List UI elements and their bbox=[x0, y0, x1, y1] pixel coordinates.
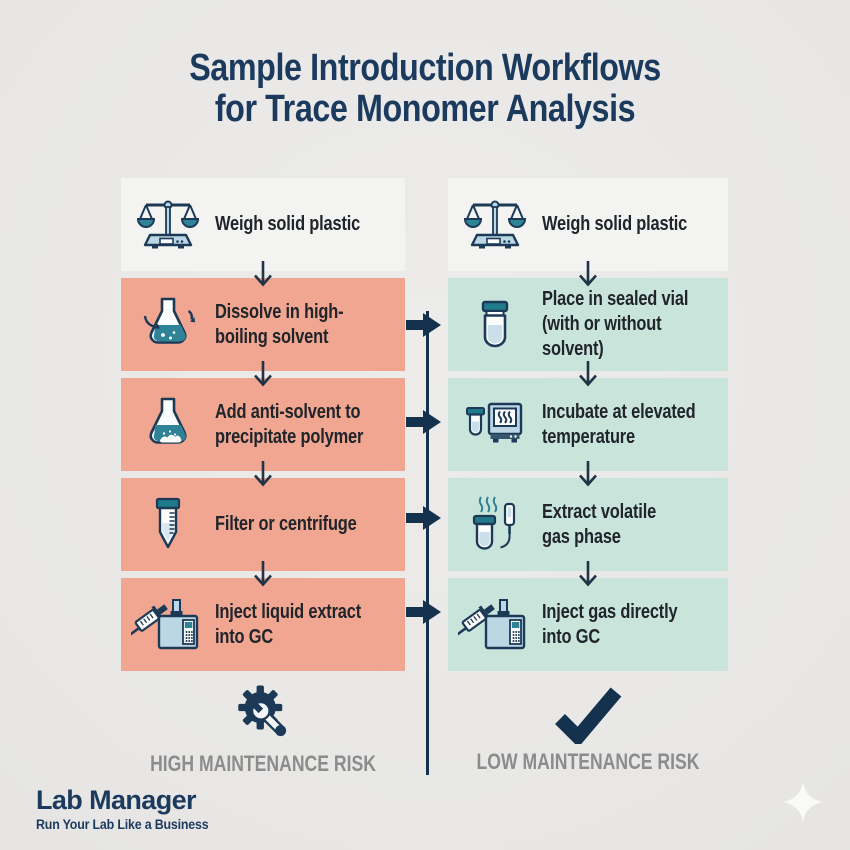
title-line-1: Sample Introduction Workflows bbox=[189, 47, 661, 89]
step-label: Inject gas directly into GC bbox=[542, 600, 678, 648]
title-line-2: for Trace Monomer Analysis bbox=[214, 88, 636, 130]
step-label: Weigh solid plastic bbox=[542, 213, 688, 235]
right-block-arrow-icon bbox=[406, 506, 441, 530]
workflow-step: Extract volatile gas phase bbox=[448, 478, 728, 571]
workflow-step: Add anti-solvent to precipitate polymer bbox=[121, 378, 405, 471]
precipitate-flask-icon bbox=[121, 394, 215, 456]
step-label: Place in sealed vial (with or without so… bbox=[542, 288, 689, 360]
gear-wrench-icon bbox=[238, 685, 287, 737]
step-label: Extract volatile gas phase bbox=[542, 500, 657, 548]
swirl-flask-icon bbox=[121, 294, 215, 356]
down-arrow-icon bbox=[579, 561, 597, 587]
workflow-step: Weigh solid plastic bbox=[448, 178, 728, 271]
balance-scale-icon bbox=[121, 195, 215, 255]
workflow-step: Place in sealed vial (with or without so… bbox=[448, 278, 728, 371]
syringe-gc-icon bbox=[448, 595, 542, 655]
vial-oven-icon bbox=[448, 396, 542, 454]
brand-footer: Lab Manager Run Your Lab Like a Business bbox=[36, 785, 223, 833]
centrifuge-tube-icon bbox=[121, 494, 215, 556]
checkmark-icon bbox=[555, 687, 622, 744]
brand-logo: Lab Manager bbox=[36, 785, 197, 815]
down-arrow-icon bbox=[254, 361, 272, 387]
risk-summary-left: HIGH MAINTENANCE RISK bbox=[118, 680, 408, 777]
risk-label-high: HIGH MAINTENANCE RISK bbox=[150, 751, 376, 776]
workflow-step: Filter or centrifuge bbox=[121, 478, 405, 571]
down-arrow-icon bbox=[579, 361, 597, 387]
sealed-vial-icon bbox=[448, 294, 542, 356]
right-block-arrow-icon bbox=[406, 410, 441, 434]
step-label: Weigh solid plastic bbox=[215, 213, 361, 235]
brand-tagline: Run Your Lab Like a Business bbox=[36, 817, 209, 832]
down-arrow-icon bbox=[579, 261, 597, 287]
balance-scale-icon bbox=[448, 195, 542, 255]
workflow-step: Weigh solid plastic bbox=[121, 178, 405, 271]
workflow-step: Incubate at elevated temperature bbox=[448, 378, 728, 471]
step-label: Incubate at elevated temperature bbox=[542, 400, 696, 448]
center-divider-line bbox=[426, 311, 429, 775]
down-arrow-icon bbox=[579, 461, 597, 487]
right-block-arrow-icon bbox=[406, 600, 441, 624]
headspace-vial-probe-icon bbox=[448, 494, 542, 556]
step-label: Dissolve in high- boiling solvent bbox=[215, 300, 344, 348]
down-arrow-icon bbox=[254, 261, 272, 287]
syringe-gc-icon bbox=[121, 595, 215, 655]
step-label: Add anti-solvent to precipitate polymer bbox=[215, 400, 364, 448]
down-arrow-icon bbox=[254, 461, 272, 487]
workflow-step: Dissolve in high- boiling solvent bbox=[121, 278, 405, 371]
step-label: Inject liquid extract into GC bbox=[215, 600, 362, 648]
right-block-arrow-icon bbox=[406, 313, 441, 337]
risk-summary-low: LOW MAINTENANCE RISK bbox=[443, 684, 733, 775]
four-point-sparkle-icon bbox=[783, 781, 823, 823]
workflow-step: Inject gas directly into GC bbox=[448, 578, 728, 671]
risk-label-low: LOW MAINTENANCE RISK bbox=[476, 749, 700, 774]
step-label: Filter or centrifuge bbox=[215, 513, 357, 535]
down-arrow-icon bbox=[254, 561, 272, 587]
workflow-step: Inject liquid extract into GC bbox=[121, 578, 405, 671]
